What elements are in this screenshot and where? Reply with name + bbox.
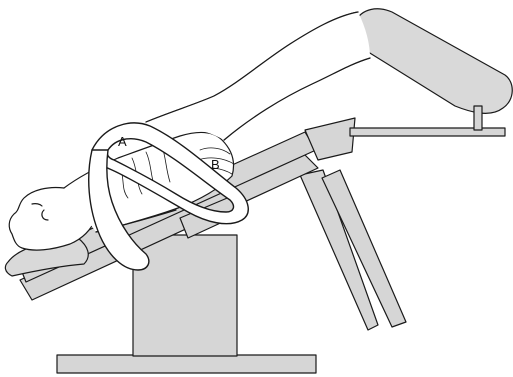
patient-leg-fill <box>146 12 370 140</box>
table-column <box>133 235 237 356</box>
callout-b: B <box>211 157 220 172</box>
table-base <box>57 355 316 373</box>
callout-a: A <box>118 134 127 149</box>
thigh-support-pad <box>352 9 512 114</box>
pad-post <box>474 106 482 130</box>
leg-holder-clamp <box>305 118 355 160</box>
